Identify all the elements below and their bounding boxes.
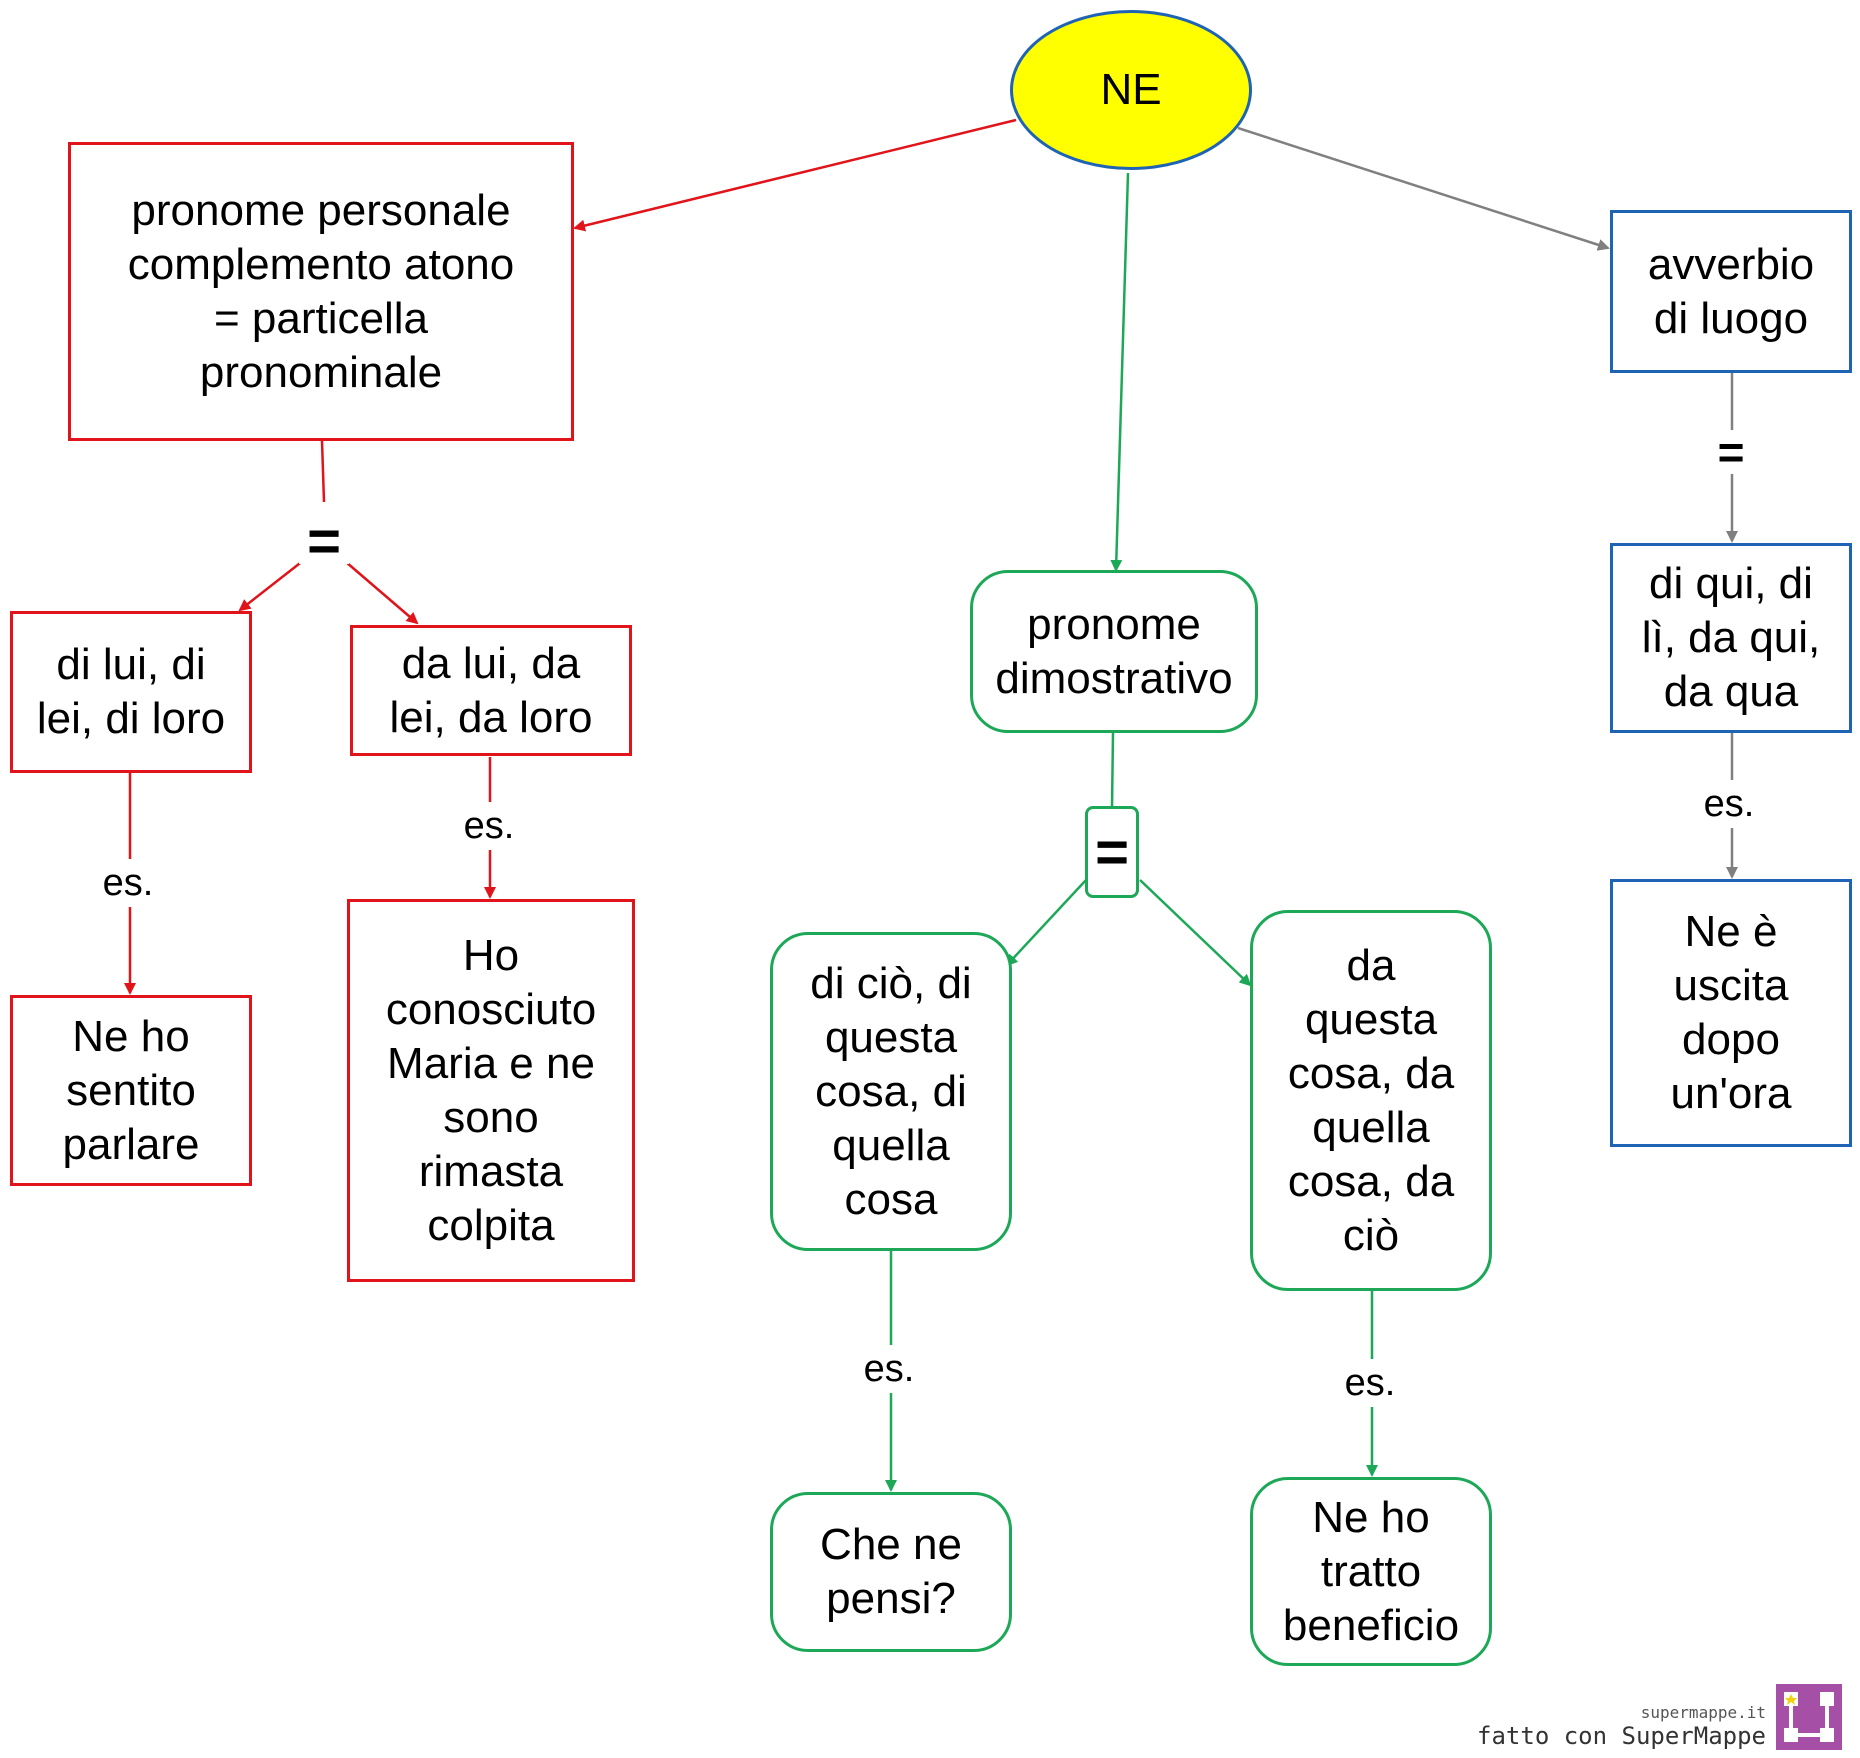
supermappe-mark-svg	[1784, 1692, 1834, 1742]
supermappe-logo: supermappe.it fatto con SuperMappe	[1477, 1684, 1842, 1750]
personal-right-link-label: es.	[459, 802, 519, 850]
edge-equals-right	[345, 561, 419, 625]
demonstrative-left-example-node[interactable]: Che ne pensi?	[770, 1492, 1012, 1652]
personal-left-example-label: Ne ho sentito parlare	[62, 1011, 200, 1169]
logo-text: supermappe.it fatto con SuperMappe	[1477, 1703, 1766, 1750]
adverb-label: avverbio di luogo	[1647, 239, 1815, 343]
demonstrative-equals-box: =	[1085, 806, 1139, 898]
personal-left-label: di lui, di lei, di loro	[36, 640, 226, 743]
personal-equals-label: =	[299, 513, 349, 571]
demonstrative-right-label: da questa cosa, da quella cosa, da ciò	[1287, 940, 1455, 1260]
root-label: NE	[1100, 65, 1162, 114]
edge-root-adverb	[1237, 126, 1610, 251]
logo-site: supermappe.it	[1640, 1703, 1766, 1722]
adverb-example-label: Ne è uscita dopo un'ora	[1670, 907, 1792, 1118]
personal-right-label: da lui, da lei, da loro	[389, 638, 593, 742]
demonstrative-left-example-label: Che ne pensi?	[820, 1520, 962, 1623]
demonstrative-right-example-node[interactable]: Ne ho tratto beneficio	[1250, 1477, 1492, 1666]
demonstrative-equals-label: =	[1095, 819, 1129, 885]
personal-right-node[interactable]: da lui, da lei, da loro	[350, 625, 632, 756]
adverb-link-label: es.	[1699, 780, 1759, 828]
personal-pronoun-label: pronome personale complemento atono = pa…	[127, 185, 515, 397]
root-node[interactable]: NE	[1010, 10, 1252, 170]
demonstrative-right-link-label: es.	[1340, 1359, 1400, 1407]
edge-personal-equals	[320, 440, 326, 503]
personal-left-node[interactable]: di lui, di lei, di loro	[10, 611, 252, 773]
demonstrative-pronoun-label: pronome dimostrativo	[995, 599, 1233, 703]
demonstrative-left-link-label: es.	[859, 1345, 919, 1393]
logo-credit: fatto con SuperMappe	[1477, 1722, 1766, 1750]
edge-equals-demo-left	[1005, 879, 1087, 967]
personal-left-link-label: es.	[98, 859, 158, 907]
adverb-node[interactable]: avverbio di luogo	[1610, 210, 1852, 373]
personal-right-example-node[interactable]: Ho conosciuto Maria e ne sono rimasta co…	[347, 899, 635, 1282]
adverb-equals-label: =	[1709, 429, 1753, 475]
demonstrative-right-node[interactable]: da questa cosa, da quella cosa, da ciò	[1250, 910, 1492, 1291]
personal-right-example-label: Ho conosciuto Maria e ne sono rimasta co…	[385, 930, 597, 1250]
edge-root-personal	[573, 118, 1017, 232]
demonstrative-pronoun-node[interactable]: pronome dimostrativo	[970, 570, 1258, 733]
supermappe-mark-icon	[1776, 1684, 1842, 1750]
edge-equals-demo-right	[1139, 879, 1252, 987]
edge-equals-left	[238, 559, 305, 612]
demonstrative-left-label: di ciò, di questa cosa, di quella cosa	[810, 958, 972, 1224]
adverb-meaning-node[interactable]: di qui, di lì, da qui, da qua	[1610, 543, 1852, 733]
demonstrative-right-example-label: Ne ho tratto beneficio	[1282, 1492, 1460, 1650]
adverb-meaning-label: di qui, di lì, da qui, da qua	[1641, 559, 1821, 716]
edge-root-demonstrative	[1110, 172, 1130, 572]
demonstrative-left-node[interactable]: di ciò, di questa cosa, di quella cosa	[770, 932, 1012, 1251]
personal-left-example-node[interactable]: Ne ho sentito parlare	[10, 995, 252, 1186]
edge-demo-equals	[1110, 732, 1115, 809]
adverb-example-node[interactable]: Ne è uscita dopo un'ora	[1610, 879, 1852, 1147]
personal-pronoun-node[interactable]: pronome personale complemento atono = pa…	[68, 142, 574, 441]
